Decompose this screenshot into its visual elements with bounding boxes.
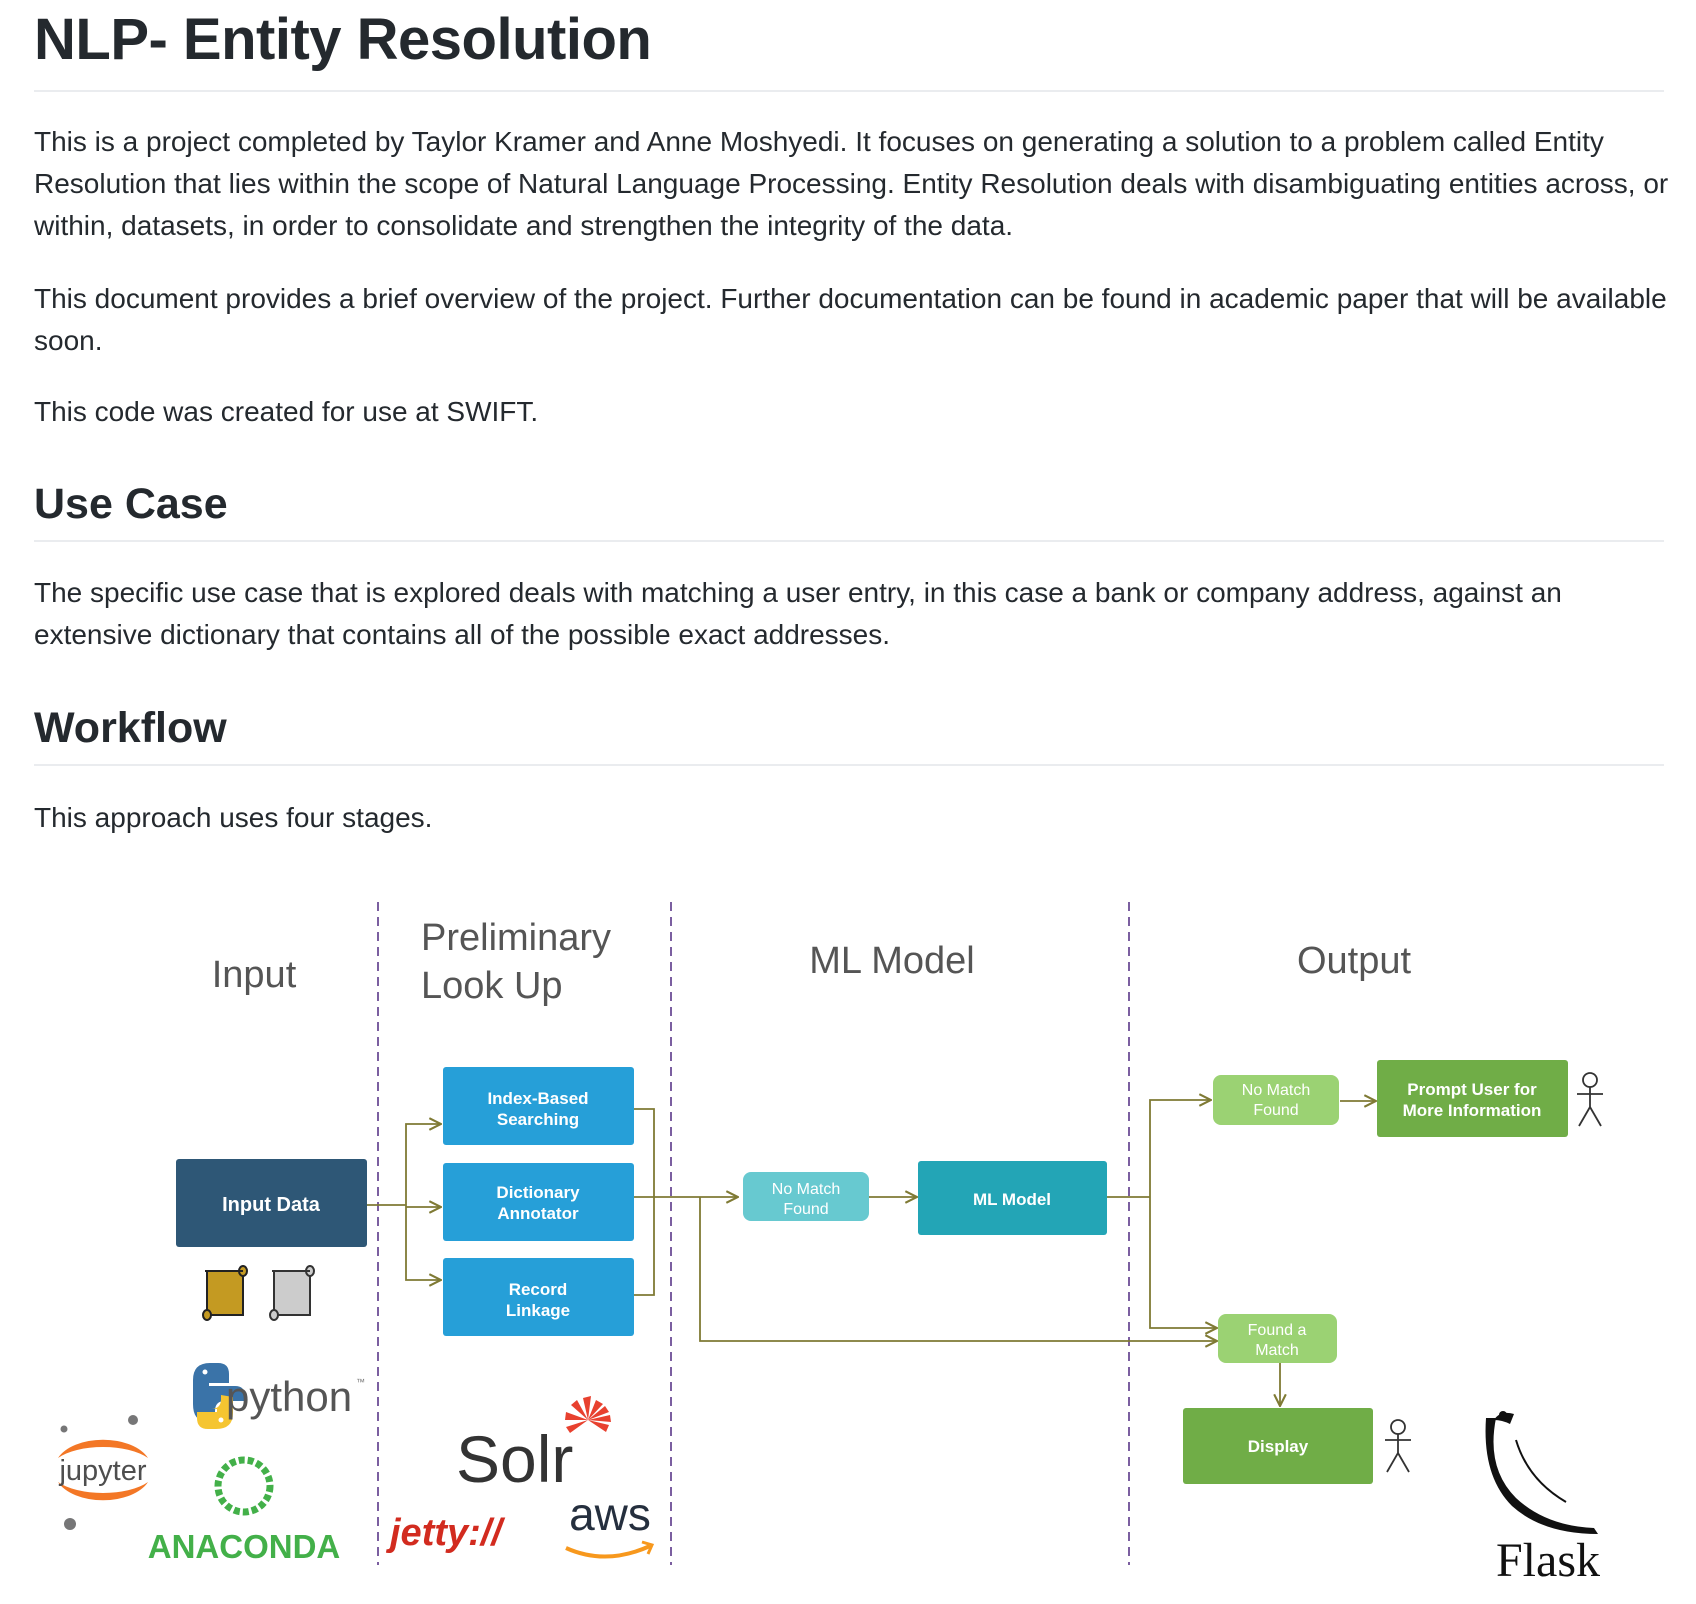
anaconda-icon xyxy=(214,1456,274,1516)
flask-logo-text: Flask xyxy=(1496,1534,1600,1587)
use-case-divider xyxy=(34,540,1664,542)
svg-text:More Information: More Information xyxy=(1403,1101,1542,1120)
node-input-data: Input Data xyxy=(176,1159,367,1247)
node-record-linkage: Record Linkage xyxy=(443,1258,634,1336)
python-logo-trademark: ™ xyxy=(356,1377,365,1387)
svg-text:Record: Record xyxy=(509,1280,568,1299)
svg-text:Match: Match xyxy=(1255,1342,1299,1359)
svg-text:Searching: Searching xyxy=(497,1110,579,1129)
file-scroll-icon xyxy=(202,1265,248,1321)
svg-text:Input Data: Input Data xyxy=(222,1194,321,1216)
python-icon xyxy=(193,1363,245,1429)
workflow-heading: Workflow xyxy=(34,704,227,752)
aws-logo-text: aws xyxy=(569,1488,651,1540)
anaconda-logo-text: ANACONDA xyxy=(148,1528,341,1565)
use-case-paragraph: The specific use case that is explored d… xyxy=(34,577,1562,650)
workflow-diagram: Input Preliminary Look Up ML Model Outpu… xyxy=(58,902,1603,1587)
svg-text:ML Model: ML Model xyxy=(973,1190,1051,1209)
page-title: NLP- Entity Resolution xyxy=(34,7,652,72)
flow-connectors xyxy=(366,1100,1376,1406)
svg-text:Dictionary: Dictionary xyxy=(496,1183,580,1202)
intro-paragraph-2: This document provides a brief overview … xyxy=(34,283,1667,356)
workflow-paragraph: This approach uses four stages. xyxy=(34,802,433,833)
node-no-match-found-prelim: No Match Found xyxy=(743,1172,869,1221)
aws-smile-icon xyxy=(565,1544,651,1559)
svg-text:Found: Found xyxy=(783,1201,828,1218)
user-icon xyxy=(1385,1419,1411,1473)
solr-icon xyxy=(565,1396,611,1433)
node-prompt-user: Prompt User for More Information xyxy=(1377,1060,1568,1137)
svg-text:Index-Based: Index-Based xyxy=(487,1089,588,1108)
intro-paragraph-3: This code was created for use at SWIFT. xyxy=(34,396,539,427)
flask-icon xyxy=(1485,1411,1598,1534)
node-ml-model: ML Model xyxy=(918,1161,1107,1235)
svg-text:Prompt User for: Prompt User for xyxy=(1407,1080,1537,1099)
svg-text:Linkage: Linkage xyxy=(506,1301,570,1320)
file-scroll-icon xyxy=(269,1265,315,1321)
node-display: Display xyxy=(1183,1408,1373,1484)
svg-text:Found a: Found a xyxy=(1248,1322,1307,1339)
svg-text:Found: Found xyxy=(1253,1102,1298,1119)
jupyter-icon xyxy=(58,1415,148,1530)
python-logo-text: python xyxy=(226,1373,352,1420)
svg-text:Annotator: Annotator xyxy=(497,1204,579,1223)
node-index-based-searching: Index-Based Searching xyxy=(443,1067,634,1145)
svg-text:No Match: No Match xyxy=(772,1181,840,1198)
stage-output-label: Output xyxy=(1297,940,1412,982)
svg-text:Display: Display xyxy=(1248,1437,1309,1456)
stage-ml-label: ML Model xyxy=(809,940,974,982)
stage-prelim-label-2: Look Up xyxy=(421,965,563,1007)
use-case-heading: Use Case xyxy=(34,480,228,528)
node-dictionary-annotator: Dictionary Annotator xyxy=(443,1163,634,1241)
jetty-logo-text: jetty:// xyxy=(385,1512,505,1554)
workflow-divider xyxy=(34,764,1664,766)
stage-input-label: Input xyxy=(212,954,297,996)
stage-prelim-label-1: Preliminary xyxy=(421,917,611,959)
svg-text:No Match: No Match xyxy=(1242,1082,1310,1099)
intro-paragraph-1: This is a project completed by Taylor Kr… xyxy=(34,126,1669,241)
jupyter-logo-text: jupyter xyxy=(58,1455,146,1487)
node-no-match-found-ml: No Match Found xyxy=(1213,1075,1339,1125)
title-divider xyxy=(34,90,1664,92)
stage-dividers xyxy=(377,902,1130,1565)
node-found-a-match: Found a Match xyxy=(1218,1314,1337,1363)
user-icon xyxy=(1577,1072,1603,1127)
solr-logo-text: Solr xyxy=(456,1422,573,1496)
